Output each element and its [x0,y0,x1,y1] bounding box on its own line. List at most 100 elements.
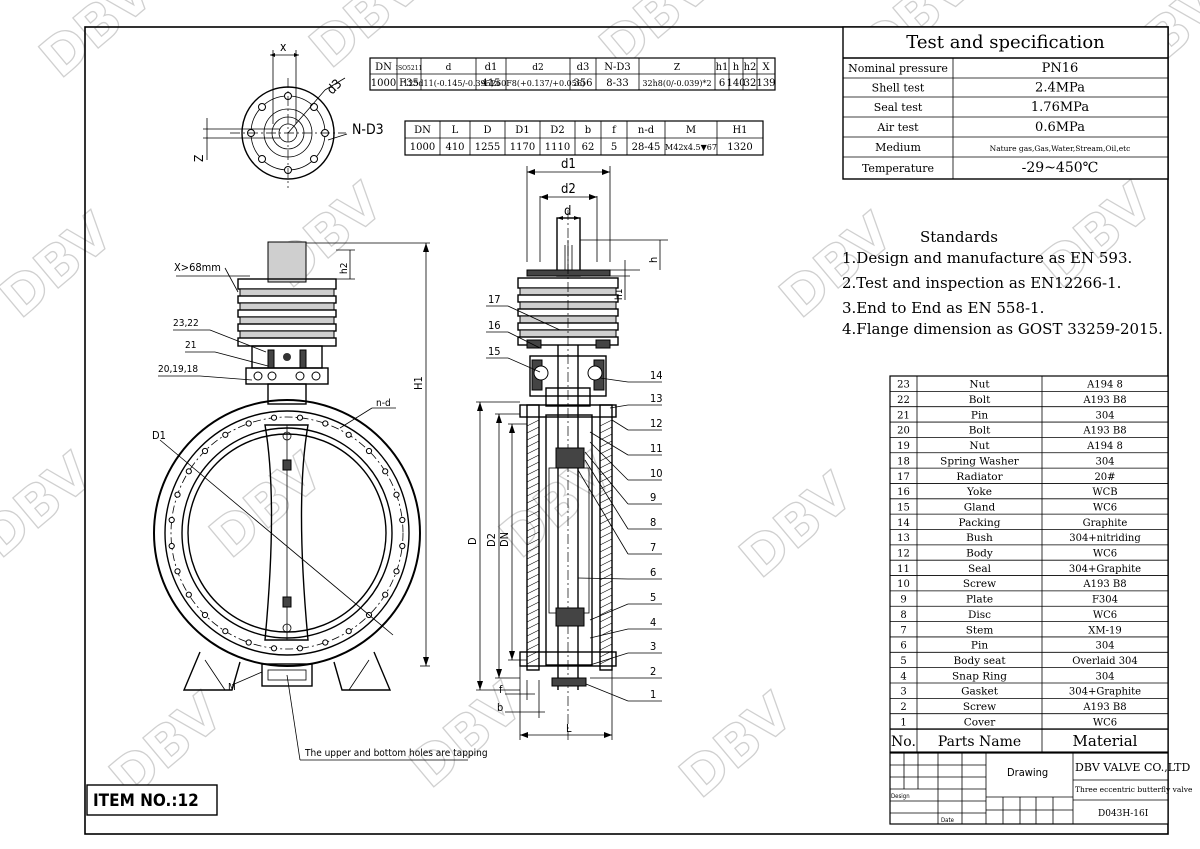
flange-bolt-hole [174,568,181,575]
part-name-20: Bolt [969,425,991,437]
part-name-16: Yoke [966,486,992,498]
part-name-6: Pin [971,640,988,652]
front-m-label: M [228,682,236,693]
title-date-label: Date [941,817,955,824]
front-callout-2: 20,19,18 [158,364,198,375]
dim-mid-value-2: 1255 [475,142,500,153]
dim-mid-header-7: n-d [638,125,655,136]
side-callout-16: 16 [488,319,501,332]
part-name-21: Pin [971,409,988,421]
flange-bolt-hole [382,591,389,598]
part-name-1: Cover [964,716,997,728]
dim-top-header-7: Z [674,63,680,73]
dim-top-header-0: DN [375,62,392,73]
dim-mid-header-4: D2 [550,125,564,136]
dim-top-header-6: N-D3 [604,62,631,73]
part-no-12: 12 [897,549,910,560]
dim-mid-value-0: 1000 [410,142,435,153]
side-callout-17: 17 [488,293,501,306]
dim-top-value-8: 6 [719,78,725,89]
dim-nd3-label: N-D3 [352,122,384,138]
spec-label-3: Air test [876,121,919,134]
side-D-label: D [466,537,479,545]
title-description: Three eccentric butterfly valve [1075,785,1193,794]
part-material-7: XM-19 [1088,625,1121,636]
part-name-3: Gasket [961,686,999,698]
standard-item-4: 4.Flange dimension as GOST 33259-2015. [842,320,1163,338]
dim-top-header-3: d1 [485,62,498,73]
part-material-8: WC6 [1093,610,1117,621]
part-material-19: A194 8 [1086,441,1123,452]
dim-top-value-3: 415 [481,78,500,89]
flange-bolt-hole [365,447,373,455]
part-no-6: 6 [900,641,906,652]
side-callout-1: 1 [650,688,656,701]
svg-text:DBV: DBV [728,461,865,590]
side-callout-13: 13 [650,392,663,405]
part-no-3: 3 [900,687,906,698]
side-callout-3: 3 [650,640,656,653]
dim-top-header-8: h1 [716,62,729,73]
part-name-7: Stem [966,624,994,636]
part-material-1: WC6 [1093,717,1117,728]
flange-bolt-hole [296,414,304,421]
dim-top-header-5: d3 [577,62,590,73]
dim-table-mid: DN1000L410D1255D11170D21110b62f5n-d28-45… [404,120,764,156]
side-callout-6: 6 [650,566,656,579]
part-no-14: 14 [897,518,910,529]
part-name-22: Bolt [969,394,991,406]
tapping-note: The upper and bottom holes are tapping [304,748,488,759]
side-callout-11: 11 [650,442,663,455]
part-material-4: 304 [1095,671,1114,682]
flange-bolt-hole [393,568,400,575]
part-name-18: Spring Washer [940,455,1020,467]
parts-header-name: Parts Name [938,734,1021,750]
dim-top-header-4: d2 [532,63,544,73]
item-number-box: ITEM NO.:12 [86,784,218,816]
dim-mid-header-0: DN [414,125,431,136]
parts-header-material: Material [1073,732,1138,750]
front-h2-label: h2 [339,263,350,274]
dim-mid-header-1: L [452,125,459,136]
flange-bolt-hole [270,414,278,421]
side-h1-label: h1 [614,289,625,300]
side-callout-9: 9 [650,491,656,504]
dim-mid-value-8: M42x4.5▼67 [665,143,717,152]
side-callout-7: 7 [650,541,656,554]
flange-bolt-hole [399,542,406,550]
part-name-9: Plate [966,594,993,606]
svg-text:DBV: DBV [668,681,805,810]
dim-top-value-9: 140 [726,78,745,89]
spec-label-4: Medium [875,141,921,154]
flange-bolt-hole [296,645,304,652]
title-design-label: Design [891,793,910,800]
part-no-15: 15 [897,502,910,513]
part-no-10: 10 [897,579,910,590]
dim-top-header-11: X [762,62,770,73]
dim-top-value-1: F35 [399,78,419,89]
spec-value-0: PN16 [1042,61,1079,76]
part-material-10: A193 B8 [1082,579,1126,590]
flange-bolt-hole [382,468,389,475]
part-no-2: 2 [900,702,906,713]
side-callout-2: 2 [650,665,656,678]
flange-bolt-hole [245,420,252,427]
svg-text:DBV: DBV [198,441,335,570]
dim-z-label: Z [192,155,206,162]
part-name-5: Body seat [953,655,1006,667]
dim-top-value-4: 260F8(+0.137/+0.056) [491,79,585,88]
dim-top-value-11: 139 [756,78,775,89]
part-no-21: 21 [897,410,910,421]
dim-top-header-2: d [446,63,452,73]
side-callout-10: 10 [650,467,663,480]
front-callout-0: 23,22 [173,318,199,329]
side-callout-14: 14 [650,369,663,382]
flange-bolt-hole [168,516,175,524]
spec-value-3: 0.6MPa [1035,120,1085,135]
dim-mid-value-4: 1110 [545,142,570,153]
part-name-12: Body [966,548,993,560]
dim-top-value-7: 32h8(0/-0.039)*2 [642,79,711,88]
flange-bolt-hole [185,468,192,475]
dim-mid-value-6: 5 [611,142,617,153]
spec-label-1: Shell test [872,82,925,95]
